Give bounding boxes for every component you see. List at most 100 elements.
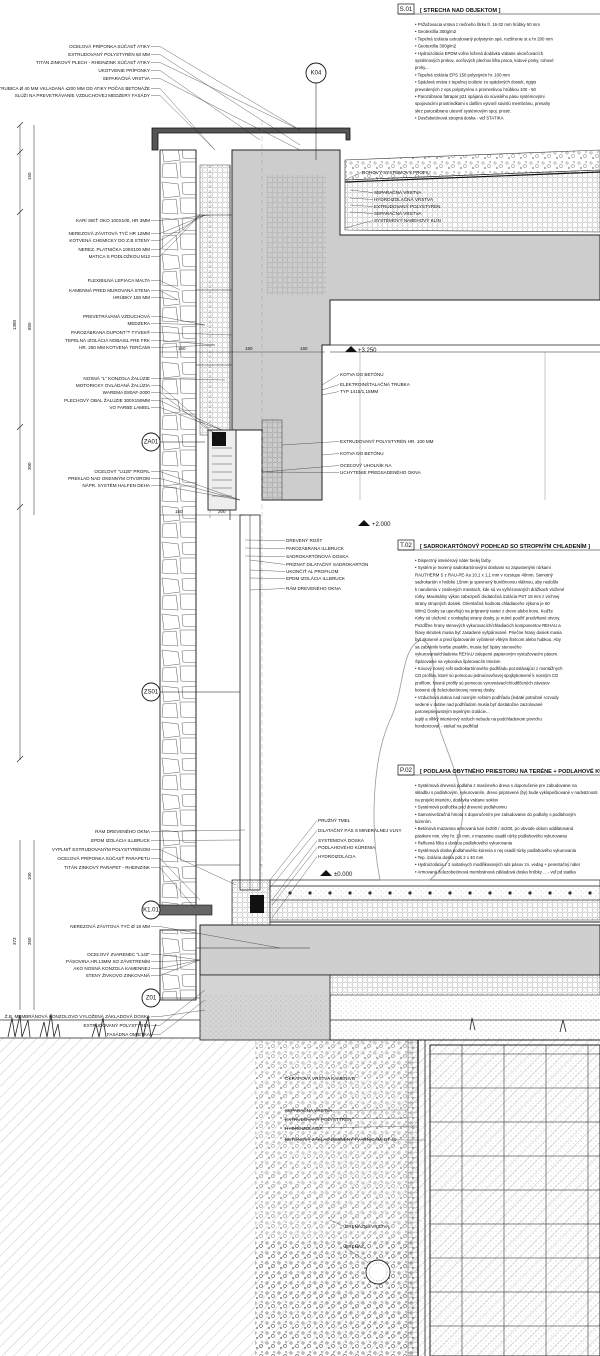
dim-160c: 160 [300, 346, 308, 351]
spec-line-1-1: • Systém je tvorený sadrokartónovými dos… [415, 565, 551, 570]
spec-title-1: [ SADROKARTÓNOVÝ PODHĽAD SO STROPNÝM CHL… [420, 542, 590, 550]
detail-tag-za01[interactable]: ZA01 [141, 432, 205, 452]
dim-150b: 150 [175, 509, 183, 514]
spec-line-1-9: Pozdĺžne hrany stenových vykurovacích/ch… [415, 623, 561, 628]
leader-left-6 [151, 95, 216, 151]
label-left-15: PREVETRÁVANÁ VZDUCHOVÁ [83, 313, 151, 319]
leader-mid-20 [269, 820, 318, 881]
label-mid-26: SEPARAČNÁ VRSTVA [285, 1107, 333, 1113]
label-mid-24: HYDROIZOLÁCIA [318, 853, 356, 859]
spec-line-0-12: skrz parozábranu utesniť systémovým spoj… [415, 108, 511, 113]
leader-mid-19 [249, 588, 286, 591]
leader-left-29 [151, 839, 241, 841]
spec-line-1-4: k narušeniu v zosilených miestach, kde s… [415, 587, 565, 592]
stone-facade-upper [159, 149, 197, 911]
spec-line-0-10: • Parozábrana fatrapar p21 spájaná do sú… [415, 94, 545, 99]
dim-373: 373 [12, 937, 17, 945]
spec-line-1-11: byť skosené a pred špárovaním vyčistené … [415, 637, 562, 642]
spec-box-s01: S.01[ STRECHA NAD OBJEKTOM ]• Prižažovac… [397, 3, 600, 121]
label-left-0: OCEĽOVÁ PRÍPONKA SÚČASŤ ATIKY [69, 42, 150, 49]
label-mid-18: EPDM IZOLÁCIA ILLBRUCK [286, 575, 346, 581]
attic-cap-icon [151, 127, 351, 151]
label-left-6: SLÚŽI NA PREVETRÁVANIE VZDUCHOVEJ MEDZER… [15, 91, 150, 98]
detail-tag-k04[interactable]: K04 [305, 62, 327, 160]
label-mid-11: OCEĽOVÝ UHOLNÍK NA [340, 462, 393, 468]
leader-left-25 [151, 471, 241, 501]
detail-tag-k101[interactable]: K1.01 [141, 900, 161, 920]
svg-text:Z01: Z01 [146, 996, 157, 1002]
label-left-8: NEREZOVÁ ZÁVITOVÁ TYČ HR 12MM [68, 230, 150, 236]
dim-350: 350 [27, 937, 32, 945]
label-mid-12: UCHYTENIE PREDSADENÉHO OKNA [340, 469, 422, 475]
label-left-19: HR. 250 MM KOTVENÁ TERČAMI [79, 344, 150, 350]
leader-left-8 [151, 214, 206, 234]
leader-lines-left [151, 46, 301, 1035]
leader-mid-16 [249, 559, 286, 565]
leader-mid-6 [321, 374, 340, 386]
label-left-26: PREKLAD NAD OKENNÝM OTVOROM [68, 475, 150, 481]
spec-box-t02: T.02 [ SADROKARTÓNOVÝ PODHĽAD SO STROPNÝM… [397, 539, 600, 729]
floor-insulation [269, 899, 600, 921]
label-mid-15: SADROKARTÓNOVÁ DOSKA [286, 553, 349, 559]
spec-line-2-1: skladbu s podlahovým, vykurovaním, drevo… [415, 790, 598, 795]
leader-left-5 [151, 88, 216, 151]
labels-left: OCEĽOVÁ PRÍPONKA SÚČASŤ ATIKYEXTRUDOVANÝ… [0, 42, 151, 1037]
spec-line-0-8: • Spádová vrstva z tepelnej izolácie zo … [415, 80, 536, 85]
label-left-12: FLEXIBILNÁ LEPIACA MALTA [88, 277, 151, 283]
label-left-29: EPDM IZOLÁCIA ILLBRUCK [91, 837, 151, 843]
foundation-slab [199, 924, 600, 976]
leader-left-19 [151, 344, 216, 348]
svg-text:K04: K04 [311, 71, 322, 77]
label-left-5: TRUBICA Ø 40 MM VKLADANÁ ≤200 MM OD ATIK… [0, 84, 150, 91]
label-mid-1: SEPARAČNÁ VRSTVA [374, 189, 422, 195]
label-mid-21: DILATAČNÝ PÁS S MINERÁLNEJ VLNY [318, 827, 402, 833]
label-left-13: KAMENNÁ PRED MUROVANÁ STENA [69, 287, 151, 293]
spec-line-2-5: kúrením. [415, 819, 432, 824]
label-mid-22: SYSTÉMOVÁ DOSKA [318, 837, 365, 843]
label-left-16: MEDZERA [128, 321, 151, 326]
label-mid-3: EXTRUDOVANÝ POLYSTYRÉN [374, 203, 440, 209]
label-mid-2: HYDROIZOLAČNÁ VRSTVA [374, 196, 434, 202]
leader-mid-14 [244, 547, 286, 549]
spec-line-2-6: • Betónová mazanina armovaná kari 4x200 … [415, 826, 574, 831]
leader-mid-2 [349, 197, 374, 200]
leader-mid-5 [344, 220, 374, 229]
label-left-38: Ž.B. MEMBRÁNOVÁ KONZOLOVO VYLOŽENÁ ZÁKLA… [5, 1012, 151, 1019]
detail-tag-z01[interactable]: Z01 [141, 988, 200, 1008]
leader-mid-9 [281, 441, 340, 446]
leader-left-40 [151, 999, 206, 1035]
label-left-11: MATICA S PODLOŽKOU M12 [89, 252, 151, 259]
label-left-21: MOTORICKY OVLÁDANÁ ŽALÚZIA [76, 381, 151, 388]
attic-insulation [266, 175, 326, 295]
label-left-37: STENY ŽIVKOVO ZINKOVANÁ [86, 971, 151, 978]
level-0000: ±0.000 [334, 872, 353, 878]
dim-1380: 1380 [12, 319, 17, 330]
footing-dots [430, 1045, 600, 1356]
floor-finish [269, 879, 600, 887]
label-mid-7: ELEKTROINŠTALAČNÁ TRUBKA [340, 381, 411, 387]
svg-text:ZA01: ZA01 [144, 440, 159, 446]
level-3250: +3.250 [358, 348, 377, 354]
spec-line-2-8: • Reflexná fólia s doskou podlahového vy… [415, 841, 513, 846]
spec-line-1-19: • Vzduchová dutina nad nosným roštom pod… [415, 695, 560, 700]
dim-300: 300 [27, 462, 32, 470]
leader-mid-1 [349, 189, 374, 193]
drain-pipe-icon [365, 1259, 391, 1285]
label-left-18: TEPELNÁ IZOLÁCIA NOBASIL FRE FRK [65, 337, 151, 343]
label-left-9: KOTVENÁ CHEMICKY DO Z.B STENY [69, 237, 150, 243]
svg-text:ZS01: ZS01 [144, 690, 159, 696]
label-left-35: PÁSOVINA HR.13MM SO ZÁVETRENÍM [66, 958, 150, 964]
dim-850: 850 [27, 322, 32, 330]
leader-left-26 [151, 478, 241, 501]
spec-line-1-23: kondenzovať - stekať na podhľad [415, 724, 479, 729]
spec-code-1: T.02 [400, 542, 412, 549]
label-mid-28: HYDROIZOLÁCIA [285, 1125, 323, 1131]
spec-code-0: S.01 [400, 6, 413, 13]
label-left-40: FASÁDNA OMIETKA [107, 1031, 151, 1037]
window-sill [151, 904, 213, 916]
detail-tag-zs01[interactable]: ZS01 [141, 682, 240, 702]
leader-left-7 [151, 214, 211, 221]
label-mid-14: PAROZÁBRANA ILLBRUCK [286, 545, 345, 551]
leader-left-32 [151, 867, 196, 909]
